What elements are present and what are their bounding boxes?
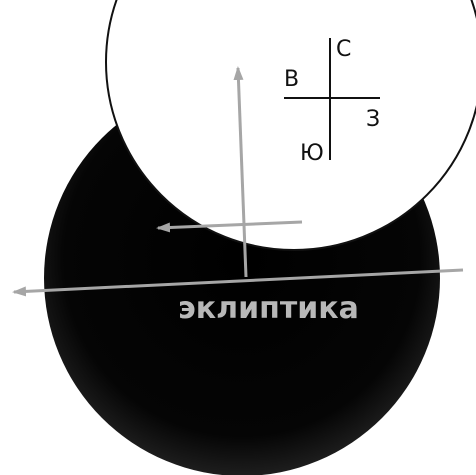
compass-east-label: З: [366, 107, 380, 132]
moon-disk: [105, 0, 476, 251]
compass-north-label: С: [336, 37, 351, 62]
motion-arrow: [156, 220, 303, 233]
vertical-axis-arrow: [233, 66, 248, 278]
compass-south-label: Ю: [300, 141, 324, 166]
ecliptic-label: эклиптика: [178, 291, 359, 326]
compass-west-label: В: [284, 67, 299, 92]
ecliptic-line: [12, 268, 464, 297]
